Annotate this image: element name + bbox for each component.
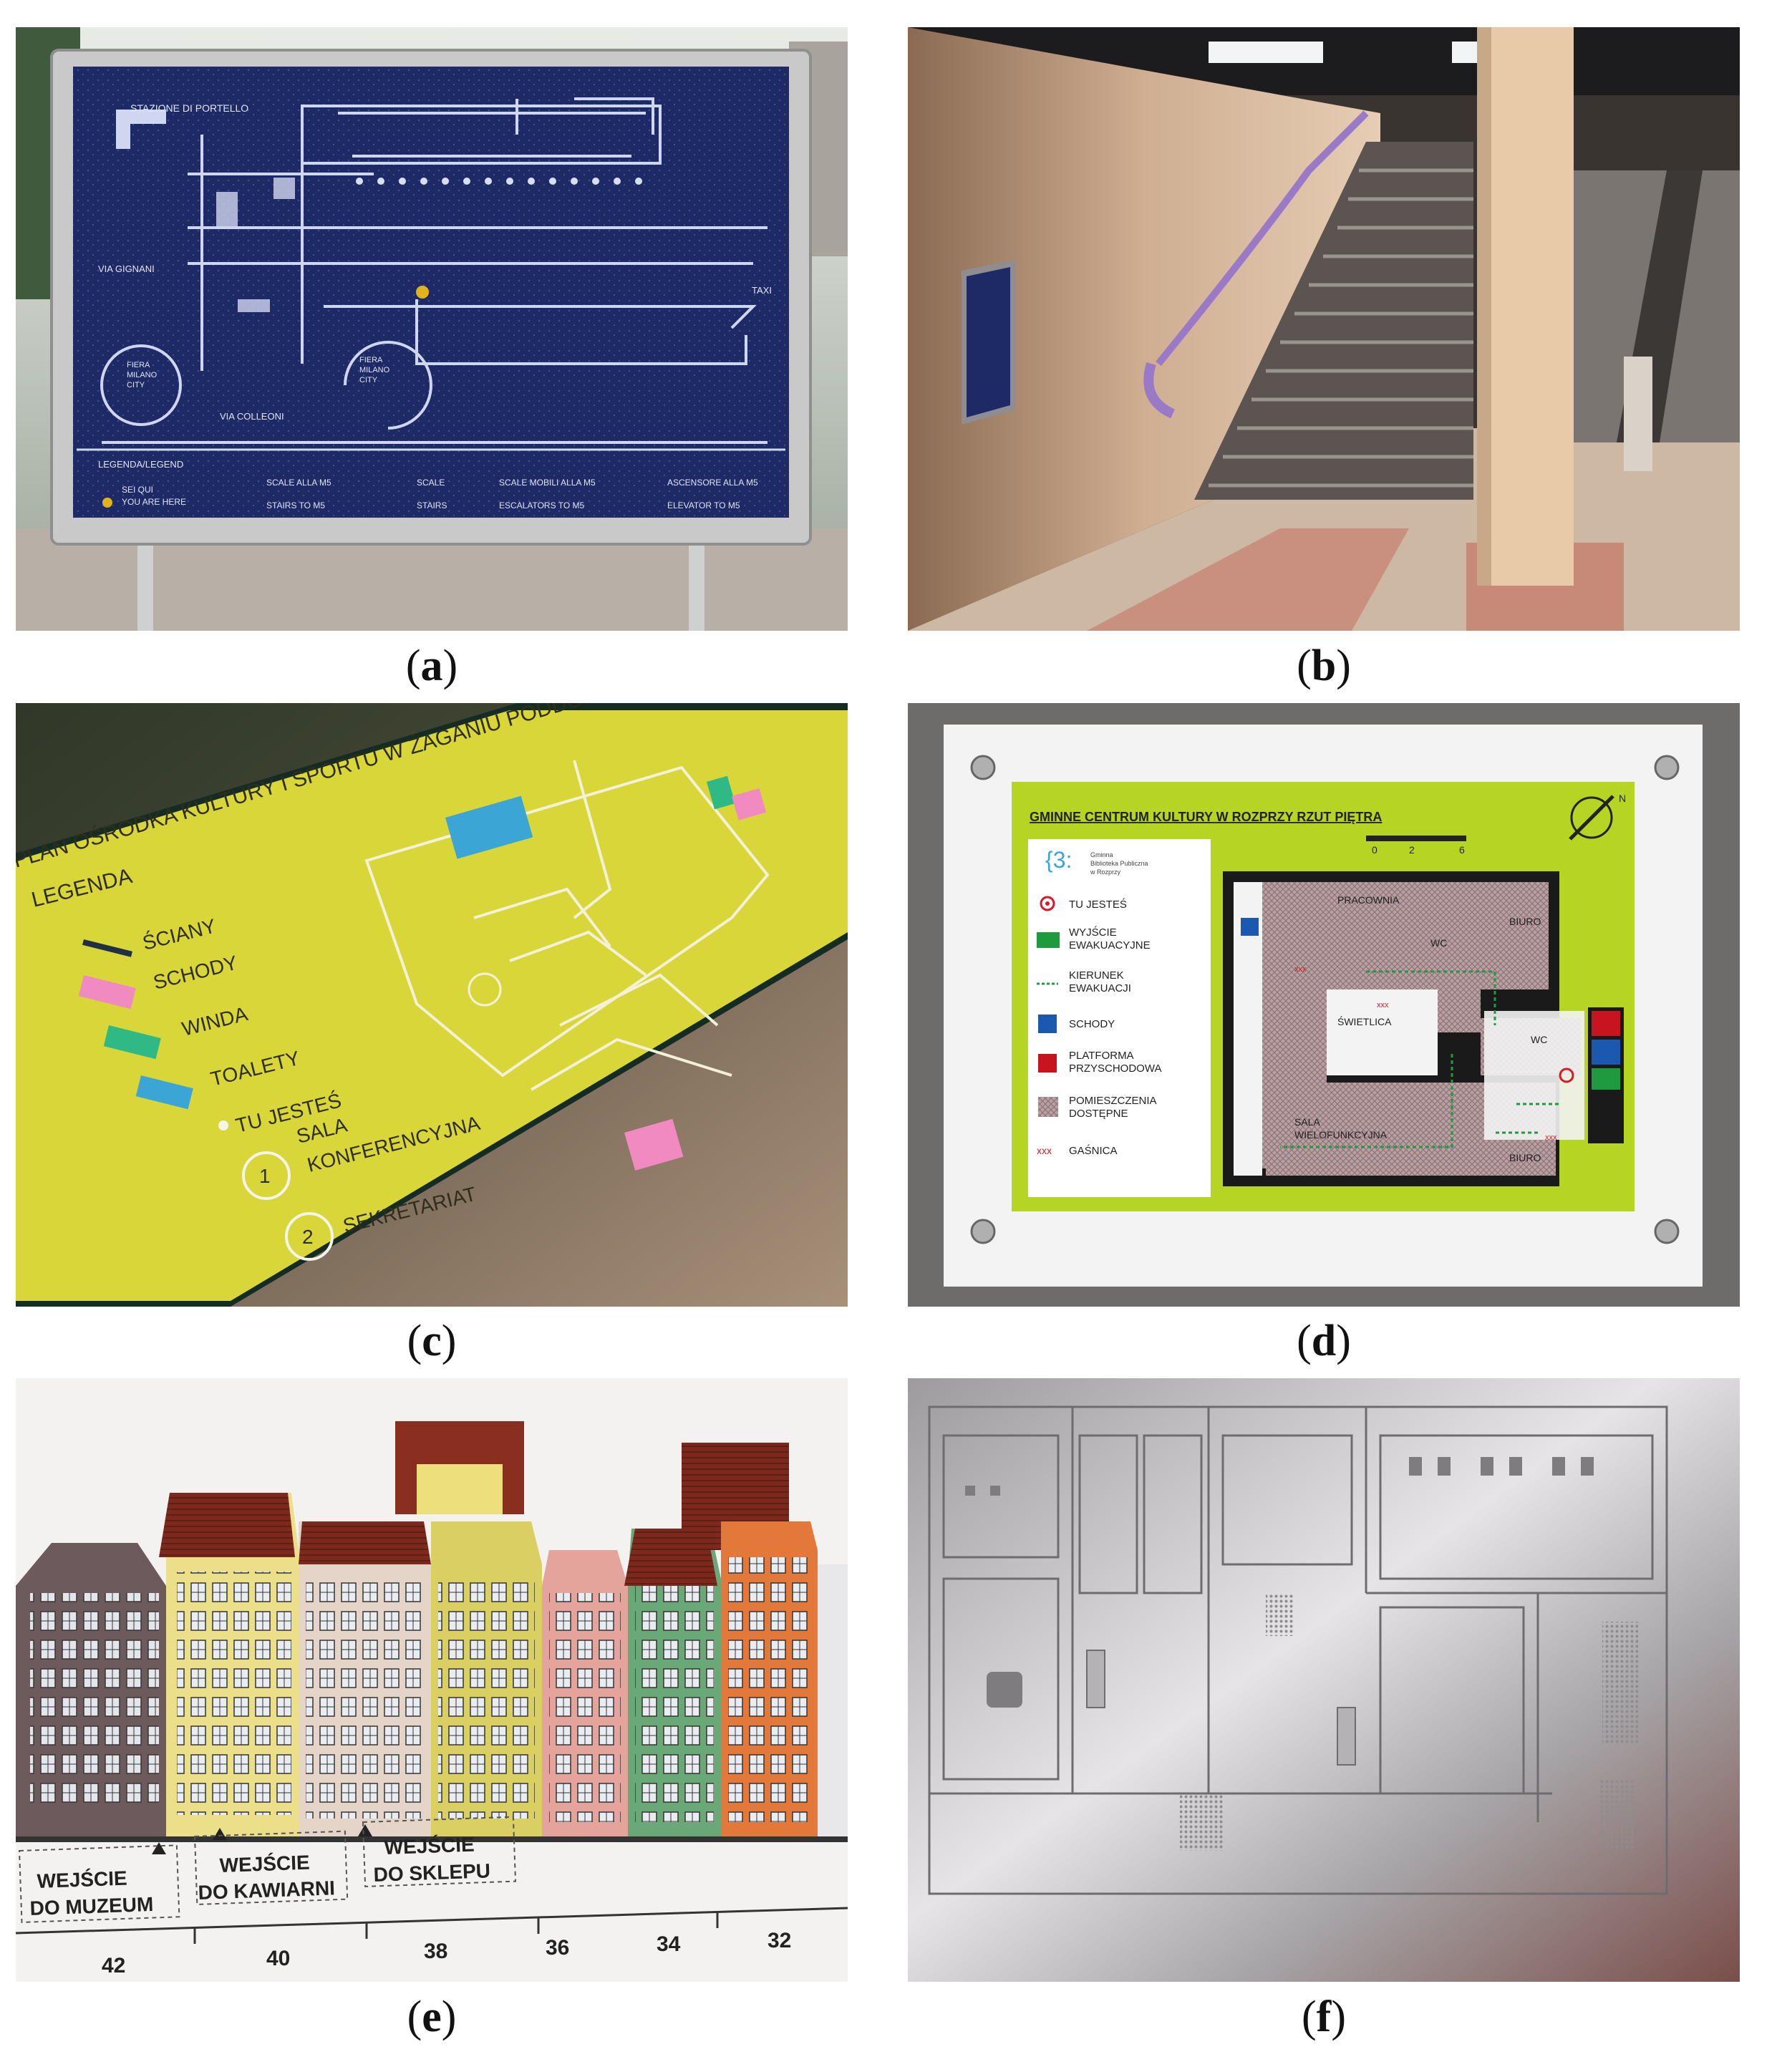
photo-panel-e: WEJŚCIE DO MUZEUM WEJŚCIE DO KAWIARNI WE… — [16, 1378, 848, 1982]
tactile-map-navy-photo: STAZIONE DI PORTELLO VIA GIGNANI VIA COL… — [16, 27, 848, 631]
photo-panel-f — [908, 1378, 1740, 1982]
legend-you-are-here: YOU ARE HERE — [122, 497, 186, 507]
stairs-icon — [1038, 1015, 1057, 1033]
legend-platforma-1: PLATFORMA — [1069, 1050, 1134, 1062]
photo-panel-c: PLAN OŚRODKA KULTURY I SPORTU W ŻAGANIU … — [16, 703, 848, 1307]
you-are-here-marker — [416, 286, 429, 299]
room-biuro-2: BIURO — [1509, 1152, 1541, 1163]
legend-ascensore: ASCENSORE ALLA M5 — [667, 478, 758, 488]
legend-scale-m5: SCALE ALLA M5 — [266, 478, 331, 488]
room-pracownia: PRACOWNIA — [1337, 894, 1400, 906]
caption-f: (f) — [1302, 1993, 1346, 2041]
legend-stairs: STAIRS — [417, 500, 447, 510]
legend-title: LEGENDA/LEGEND — [98, 459, 183, 470]
tactile-facades-photo: WEJŚCIE DO MUZEUM WEJŚCIE DO KAWIARNI WE… — [16, 1378, 848, 1982]
extinguisher-mark-1: xxx — [1294, 965, 1307, 974]
exit-icon — [1037, 932, 1060, 948]
room-wc-2: WC — [1531, 1034, 1547, 1045]
legend-tu-jestes: TU JESTEŚ — [1069, 898, 1127, 911]
house-number-38: 38 — [424, 1940, 447, 1963]
taxi-label: TAXI — [752, 285, 772, 296]
photo-panel-a: STAZIONE DI PORTELLO VIA GIGNANI VIA COL… — [16, 27, 848, 631]
plan-title: GMINNE CENTRUM KULTURY W ROZPRZY RZUT PI… — [1030, 810, 1382, 824]
fiera-label-1c: CITY — [127, 381, 145, 389]
fiera-label-2b: MILANO — [359, 366, 390, 374]
room-biuro-1: BIURO — [1509, 916, 1541, 927]
caption-b: (b) — [1297, 642, 1351, 690]
legend-schody: SCHODY — [1069, 1018, 1115, 1030]
photo-panel-d: GMINNE CENTRUM KULTURY W ROZPRZY RZUT PI… — [908, 703, 1740, 1307]
legend-scale: SCALE — [417, 478, 445, 488]
legend-stairs-m5: STAIRS TO M5 — [266, 500, 325, 510]
legend-num-1: 1 — [259, 1165, 271, 1187]
caption-a: (a) — [405, 642, 458, 690]
fiera-label-2c: CITY — [359, 376, 378, 384]
scale-2: 2 — [1409, 844, 1415, 856]
accessible-rooms-icon — [1038, 1097, 1058, 1117]
legend-gasnica: GAŚNICA — [1069, 1144, 1118, 1157]
compass-icon — [1570, 796, 1613, 839]
legend-kierunek-2: EWAKUACJI — [1069, 982, 1131, 994]
north-label: N — [1619, 793, 1626, 804]
house-number-36: 36 — [546, 1936, 569, 1960]
caption-c: (c) — [407, 1317, 457, 1365]
room-swietlica: ŚWIETLICA — [1337, 1015, 1392, 1027]
embossed-aluminium-plan-photo — [908, 1378, 1740, 1982]
tactile-plan-yellow-photo: PLAN OŚRODKA KULTURY I SPORTU W ŻAGANIU … — [16, 703, 848, 1307]
stairway-photo — [908, 27, 1740, 631]
extinguisher-mark-3: xxx — [1545, 1133, 1557, 1142]
evacuation-plan-photo: GMINNE CENTRUM KULTURY W ROZPRZY RZUT PI… — [908, 703, 1740, 1307]
legend-sei-qui: SEI QUI — [122, 485, 153, 495]
caption-d: (d) — [1297, 1317, 1351, 1365]
entrance-2-line2: DO KAWIARNI — [198, 1877, 335, 1904]
station-label: STAZIONE DI PORTELLO — [130, 102, 248, 114]
entrance-1-line1: WEJŚCIE — [37, 1867, 127, 1892]
legend-scale-mobili: SCALE MOBILI ALLA M5 — [499, 478, 596, 488]
extinguisher-mark-2: xxx — [1377, 1001, 1389, 1010]
house-number-32: 32 — [768, 1929, 791, 1952]
house-number-34: 34 — [657, 1932, 681, 1956]
legend-num-2: 2 — [302, 1226, 314, 1248]
street-label-colleoni: VIA COLLEONI — [220, 411, 284, 422]
legend-escalators: ESCALATORS TO M5 — [499, 500, 584, 510]
entrance-1-line2: DO MUZEUM — [29, 1893, 154, 1919]
fiera-label-2a: FIERA — [359, 356, 383, 364]
entrance-3-line2: DO SKLEPU — [373, 1859, 490, 1886]
house-number-42: 42 — [102, 1954, 125, 1977]
fiera-label-1b: MILANO — [127, 371, 158, 379]
legend-pomieszczenia-1: POMIESZCZENIA — [1069, 1095, 1157, 1107]
entrance-2-line1: WEJŚCIE — [219, 1851, 310, 1877]
street-label-gignani: VIA GIGNANI — [98, 263, 155, 274]
legend-pomieszczenia-2: DOSTĘPNE — [1069, 1108, 1128, 1120]
photo-panel-b — [908, 27, 1740, 631]
scale-0: 0 — [1372, 844, 1377, 856]
house-number-40: 40 — [266, 1947, 290, 1970]
fiera-label-1a: FIERA — [127, 361, 150, 369]
caption-e: (e) — [407, 1993, 457, 2041]
logo-line-2: Biblioteka Publiczna — [1090, 860, 1148, 867]
library-logo-icon: {3: — [1045, 847, 1072, 873]
scale-6: 6 — [1459, 844, 1465, 856]
room-sala-2: WIELOFUNKCYJNA — [1294, 1129, 1388, 1141]
legend-elevator: ELEVATOR TO M5 — [667, 500, 740, 510]
legend-wyjscie-1: WYJŚCIE — [1069, 926, 1117, 939]
room-wc-1: WC — [1430, 937, 1447, 949]
legend-kierunek-1: KIERUNEK — [1069, 969, 1124, 982]
legend-platforma-2: PRZYSCHODOWA — [1069, 1062, 1161, 1075]
entrance-3-line1: WEJŚCIE — [384, 1834, 475, 1859]
room-sala-1: SALA — [1294, 1116, 1320, 1128]
you-are-here-icon — [1040, 896, 1055, 911]
logo-line-1: Gminna — [1090, 851, 1113, 858]
logo-line-3: w Rozprzy — [1090, 868, 1121, 876]
legend-wyjscie-2: EWAKUACYJNE — [1069, 939, 1151, 952]
extinguisher-icon: xxx — [1037, 1145, 1052, 1156]
platform-icon — [1038, 1054, 1057, 1073]
